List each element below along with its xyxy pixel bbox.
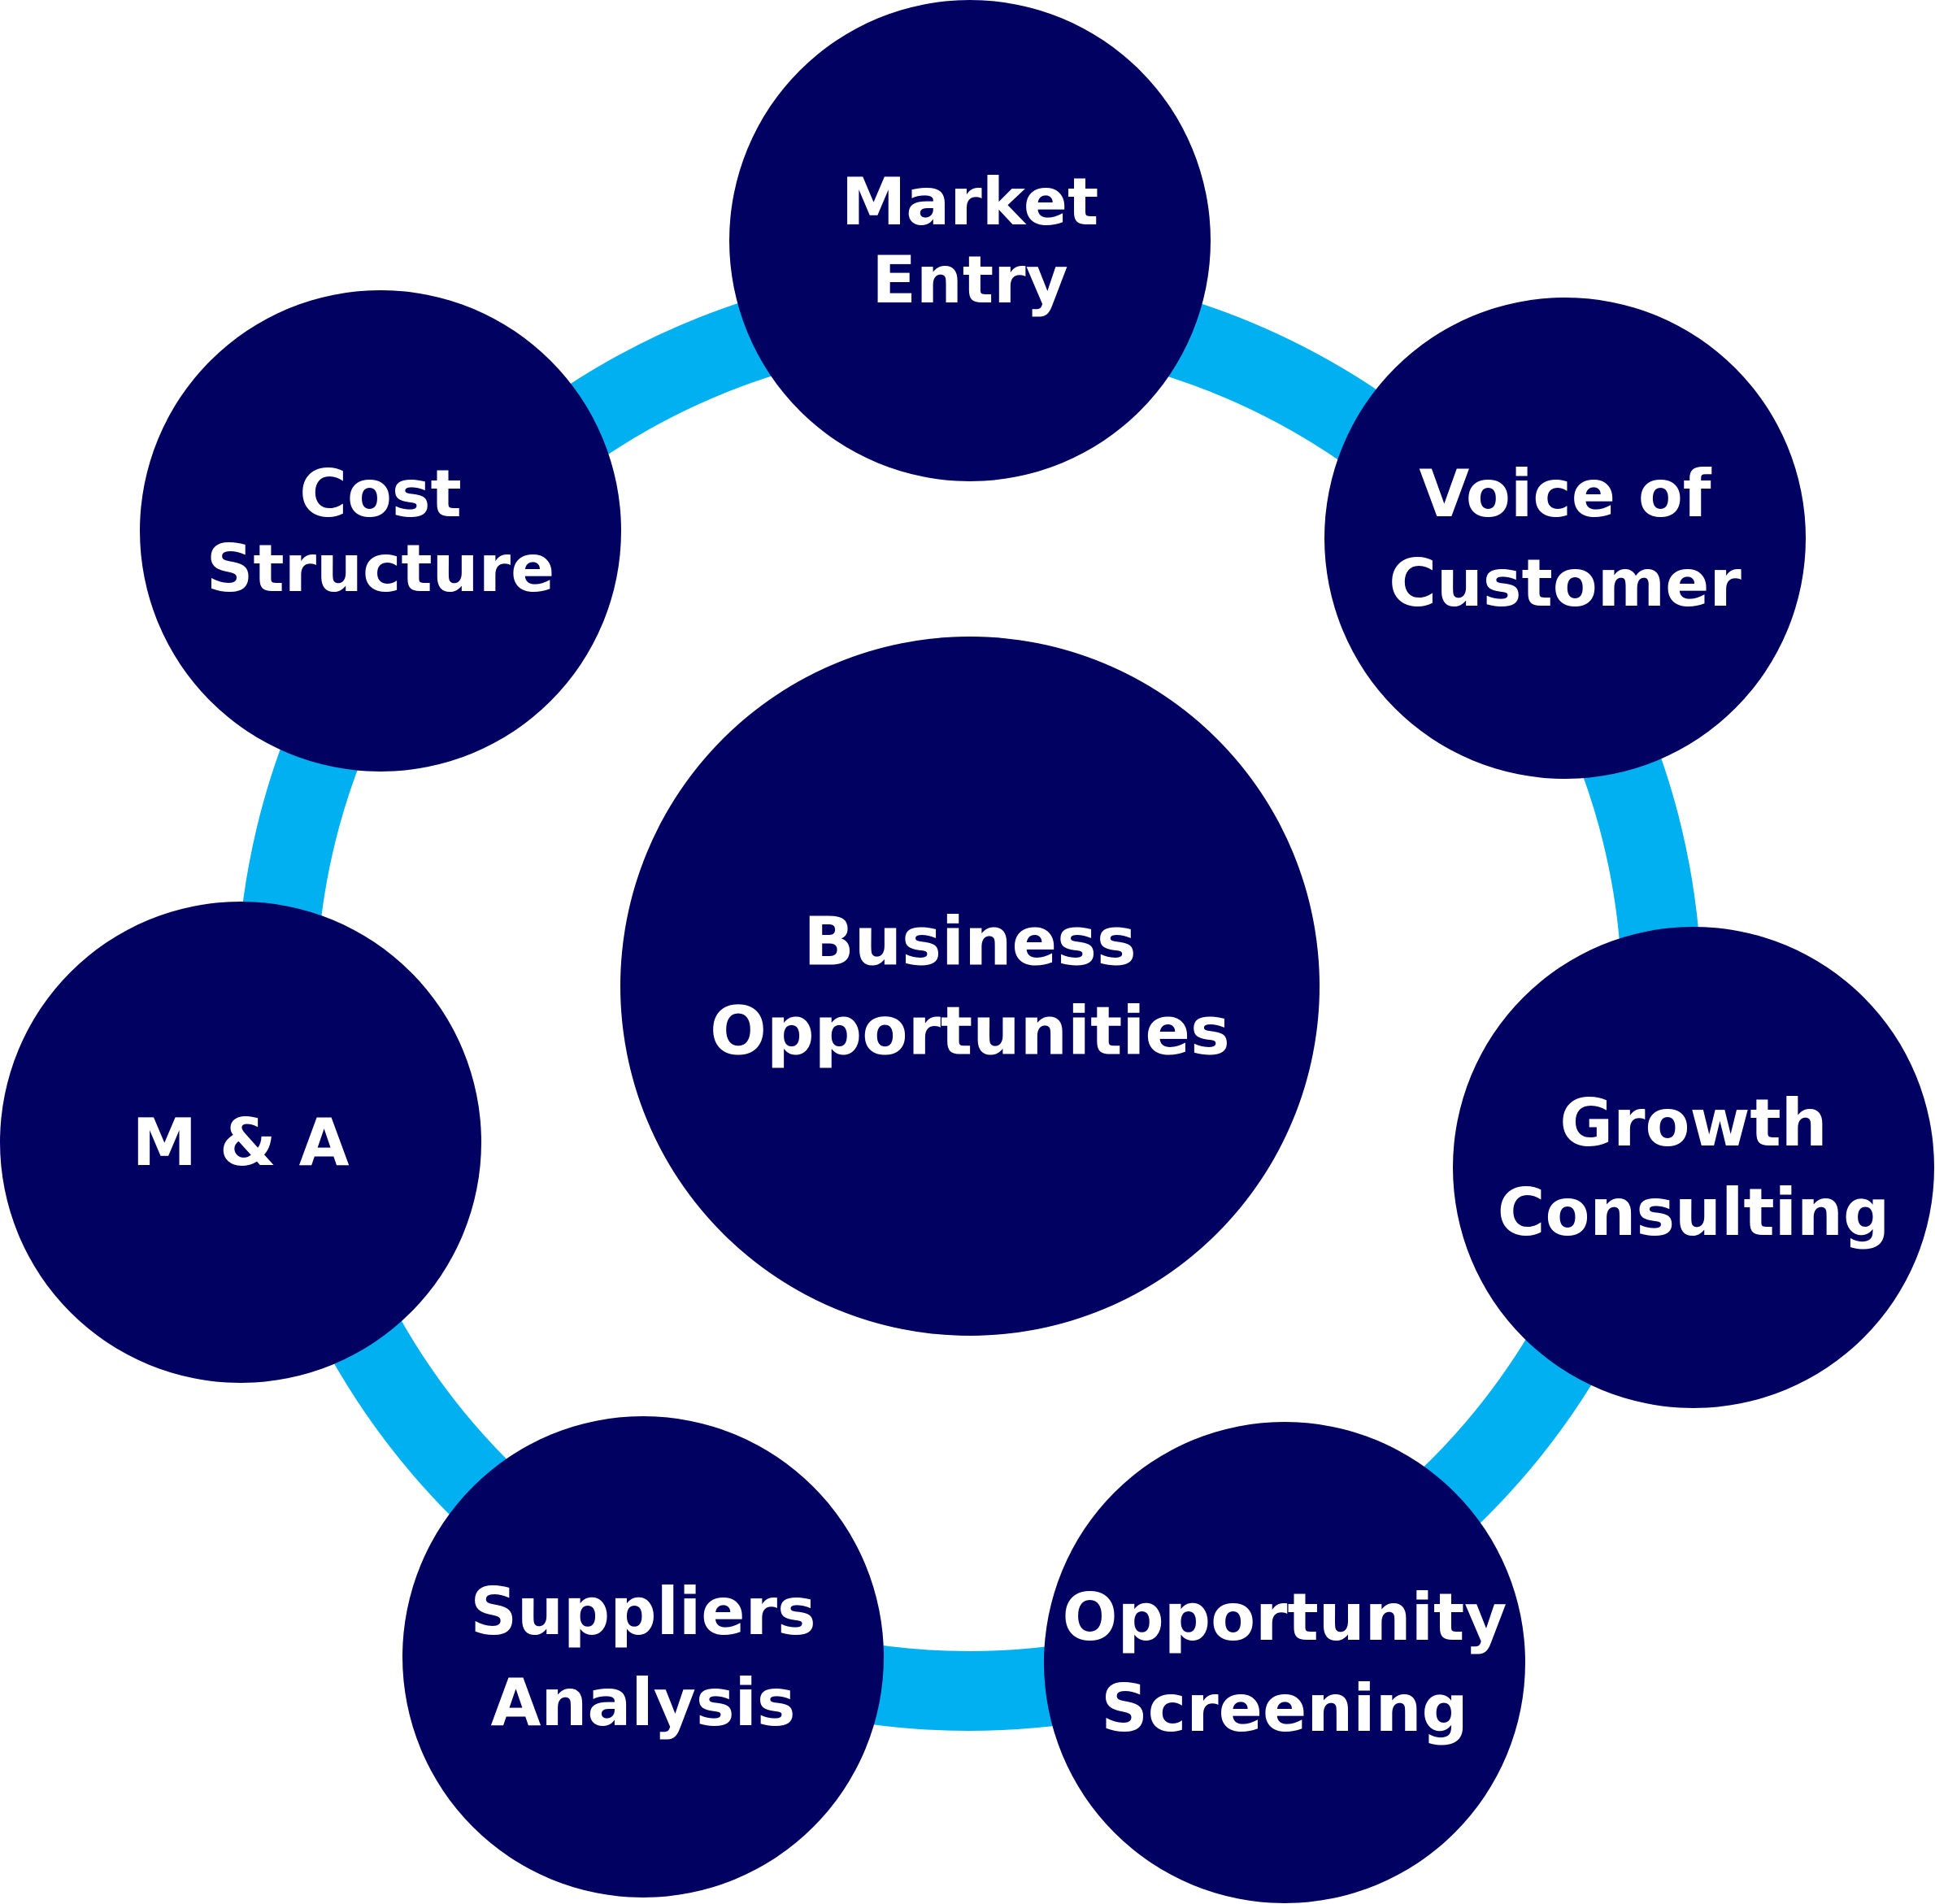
label-line: Screening bbox=[1101, 1671, 1468, 1746]
node-circle bbox=[402, 1416, 884, 1897]
label-line: Entry bbox=[872, 242, 1068, 318]
label-line: Cost bbox=[299, 456, 462, 532]
node-circle bbox=[0, 902, 481, 1383]
center-circle bbox=[620, 637, 1320, 1336]
label-line: Structure bbox=[207, 531, 555, 606]
label-line: Suppliers bbox=[470, 1574, 815, 1650]
node-label: M & A bbox=[133, 1105, 350, 1180]
label-line: Voice of bbox=[1419, 456, 1711, 532]
node-m-and-a: M & A bbox=[0, 902, 481, 1383]
label-line: Opportunity bbox=[1063, 1580, 1507, 1655]
label-line: Opportunities bbox=[710, 993, 1230, 1071]
node-circle bbox=[1044, 1422, 1525, 1903]
label-line: Market bbox=[841, 164, 1099, 240]
label-line: Growth bbox=[1559, 1085, 1827, 1161]
label-line: Consulting bbox=[1498, 1175, 1890, 1250]
node-circle bbox=[729, 0, 1211, 481]
node-label: Voice of Customer bbox=[1389, 456, 1742, 621]
label-line: Analysis bbox=[490, 1665, 795, 1741]
label-line: Business bbox=[803, 904, 1136, 981]
node-circle bbox=[1324, 298, 1806, 779]
node-voice-of-customer: Voice of Customer bbox=[1324, 298, 1806, 779]
node-circle bbox=[140, 290, 621, 772]
label-line: Customer bbox=[1389, 546, 1742, 621]
label-line: M & A bbox=[133, 1105, 350, 1180]
node-circle bbox=[1453, 927, 1934, 1408]
